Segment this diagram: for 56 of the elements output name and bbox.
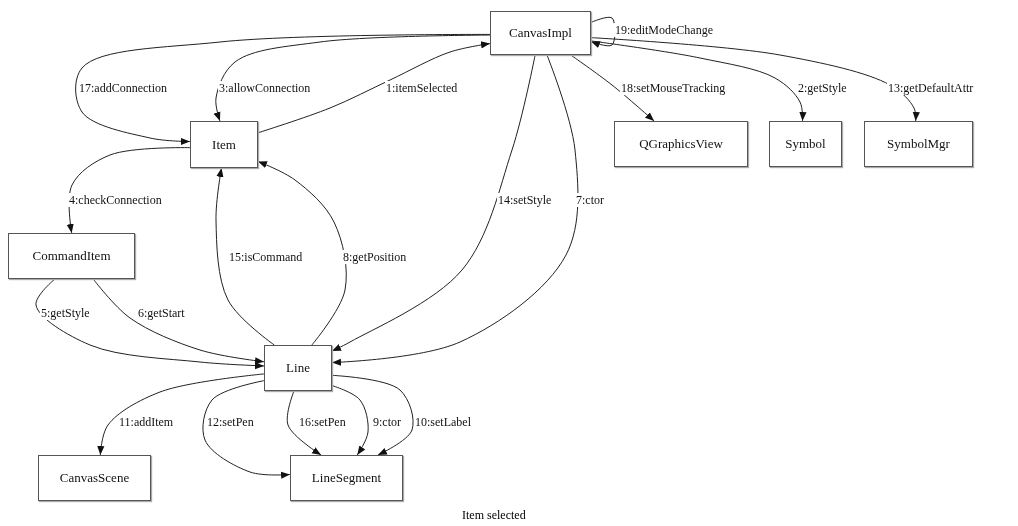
- arrow: [286, 390, 322, 456]
- arrow: [213, 34, 491, 122]
- edge-label: 14:setStyle: [497, 193, 553, 207]
- arrow: [257, 41, 491, 134]
- edge-label: 6:getStart: [137, 306, 186, 320]
- class-name: QGraphicsView: [639, 136, 723, 152]
- edge-label: 9:ctor: [372, 415, 402, 429]
- arrow: [75, 33, 491, 146]
- arrow: [590, 40, 807, 122]
- class-box: [864, 121, 973, 167]
- class-box: [769, 121, 842, 167]
- caption: Item selected: [462, 508, 526, 523]
- class-box: [190, 121, 258, 168]
- arrow: [92, 278, 265, 365]
- arrow: [66, 147, 191, 234]
- arrow: [331, 385, 369, 456]
- edge-label: 2:getStyle: [797, 81, 848, 95]
- edge-label: 7:ctor: [575, 193, 605, 207]
- class-box: [490, 11, 591, 55]
- arrow: [35, 278, 265, 370]
- arrow: [215, 167, 275, 346]
- edge-label: 1:itemSelected: [385, 81, 459, 95]
- edge-label: 13:getDefaultAttr: [887, 81, 975, 95]
- class-name: LineSegment: [311, 470, 382, 486]
- arrow: [202, 380, 291, 479]
- arrow: [331, 54, 536, 352]
- edge-label: 17:addConnection: [78, 81, 168, 95]
- edge-label: 5:getStyle: [40, 306, 91, 320]
- edge-label: 19:editModeChange: [614, 23, 714, 37]
- edge-label: 18:setMouseTracking: [620, 81, 727, 95]
- edge-label: 15:isCommand: [228, 250, 304, 264]
- arrow: [590, 37, 920, 122]
- class-box: [614, 121, 748, 167]
- class-name: Symbol: [785, 136, 826, 152]
- edge-label: 12:setPen: [206, 415, 255, 429]
- edge-label: 3:allowConnection: [218, 81, 312, 95]
- arrow: [331, 54, 579, 366]
- class-name: Item: [212, 136, 236, 153]
- arrow: [257, 161, 347, 346]
- edge-label: 11:addItem: [118, 415, 175, 429]
- edge-label: 8:getPosition: [342, 250, 408, 264]
- class-box: [264, 345, 332, 391]
- class-name: Line: [286, 360, 310, 376]
- class-name: SymbolMgr: [887, 136, 950, 152]
- edge-label: 16:setPen: [298, 415, 347, 429]
- class-box: [290, 455, 403, 501]
- arrow: [570, 54, 655, 122]
- class-name: CanvasScene: [59, 470, 130, 486]
- arrow: [97, 373, 265, 456]
- edge-label: 10:setLabel: [414, 415, 472, 429]
- class-box: [8, 233, 135, 279]
- edge-label: 4:checkConnection: [68, 193, 163, 207]
- arrow: [331, 374, 414, 456]
- class-name: CanvasImpl: [509, 25, 572, 41]
- class-name: CommandItem: [32, 248, 111, 264]
- class-box: [38, 455, 151, 501]
